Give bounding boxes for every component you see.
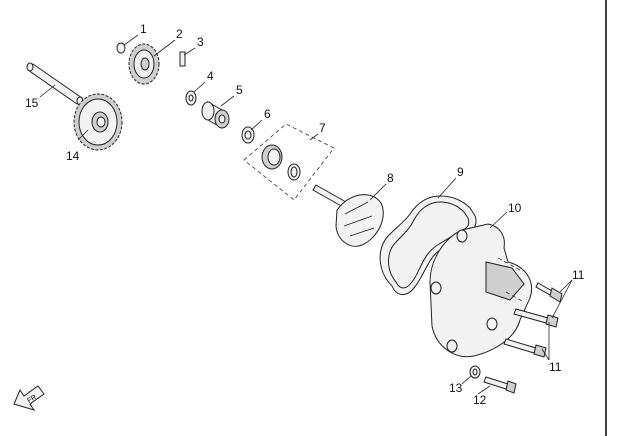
callout-3: 3 (197, 35, 204, 49)
callout-5: 5 (236, 83, 243, 97)
callout-15: 15 (25, 96, 39, 110)
part-bolts-lower (503, 338, 547, 358)
callout-11-lower: 11 (549, 360, 562, 374)
callout-8: 8 (387, 171, 394, 185)
callout-13: 13 (449, 381, 463, 395)
part-large-gear (73, 93, 123, 151)
front-indicator-label: FR (26, 394, 38, 405)
part-circlip (116, 42, 126, 54)
part-small-gear (128, 43, 160, 85)
part-drain-washer (469, 365, 481, 379)
callout-11-upper: 11 (572, 268, 585, 282)
callout-10: 10 (508, 201, 522, 215)
part-shaft (26, 62, 84, 106)
part-bearing (201, 101, 230, 129)
callout-9: 9 (457, 165, 464, 179)
part-drain-bolt (483, 376, 517, 394)
callout-6: 6 (264, 107, 271, 121)
callout-7: 7 (319, 121, 326, 135)
callout-1: 1 (140, 22, 147, 36)
callout-4: 4 (207, 69, 214, 83)
part-washer (185, 90, 197, 106)
leader-lines (39, 34, 573, 395)
part-pin (179, 51, 186, 67)
part-impeller (312, 184, 384, 247)
front-direction-arrow-icon: FR (13, 385, 45, 411)
part-pump-cover (429, 223, 532, 358)
part-gasket (379, 195, 477, 295)
part-seal-washer (241, 126, 255, 144)
callout-14: 14 (66, 149, 80, 163)
callout-2: 2 (176, 27, 183, 41)
part-mechanical-seal-kit (243, 123, 335, 201)
callout-12: 12 (473, 393, 487, 407)
